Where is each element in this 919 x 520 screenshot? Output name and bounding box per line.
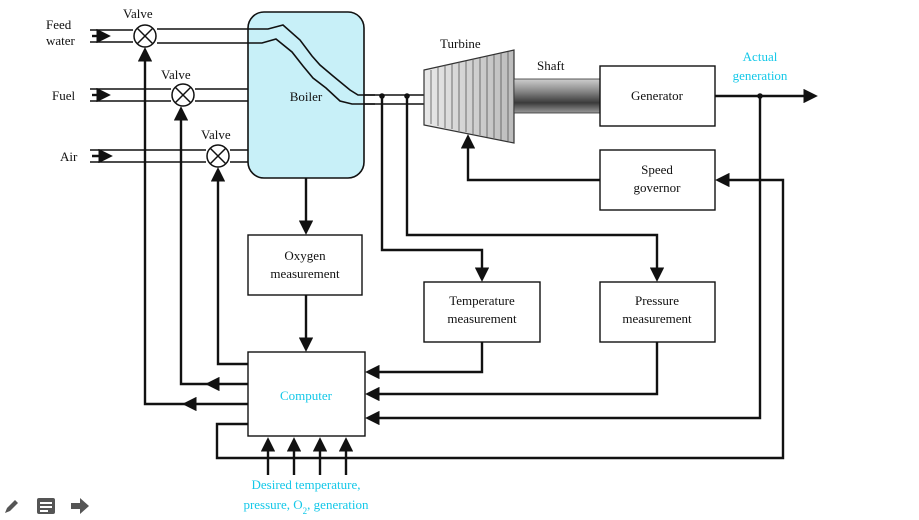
fuel-label: Fuel <box>52 88 76 103</box>
temperature-to-computer-arrow <box>365 342 484 380</box>
computer-box <box>247 351 366 437</box>
governor-to-turbine-arrow <box>460 134 600 182</box>
feed-water-valve-label: Valve <box>123 6 153 21</box>
speed-governor-label-2: governor <box>634 180 682 195</box>
speed-governor-label-1: Speed <box>641 162 673 177</box>
pressure-measurement-label-2: measurement <box>622 311 692 326</box>
oxygen-measurement-label-1: Oxygen <box>284 248 326 263</box>
steam-to-pressure-arrow <box>405 97 665 282</box>
generation-tap-point <box>757 93 763 99</box>
turbine-blades <box>430 52 509 141</box>
air-valve-label: Valve <box>201 127 231 142</box>
speed-governor-box <box>599 149 716 211</box>
boiler-label: Boiler <box>290 89 323 104</box>
air-label: Air <box>60 149 78 164</box>
arrow-right-icon[interactable] <box>68 495 92 517</box>
fuel-valve-label: Valve <box>161 67 191 82</box>
turbine <box>423 49 515 144</box>
shaft <box>513 78 601 114</box>
temperature-measurement-label-1: Temperature <box>449 293 515 308</box>
computer-label: Computer <box>280 388 333 403</box>
computer-to-fuel-valve-arrow <box>173 106 208 386</box>
oxygen-measurement-box <box>247 234 363 296</box>
feed-water-label-2: water <box>46 33 76 48</box>
viewer-toolbar <box>0 494 92 518</box>
fuel-pipe <box>90 88 248 102</box>
actual-generation-label-1: Actual <box>743 49 778 64</box>
feed-water-label-1: Feed <box>46 17 72 32</box>
computer-to-governor-arrow <box>215 172 785 460</box>
setpoint-label-2: pressure, O2, generation <box>243 497 369 516</box>
pressure-tap-point <box>404 93 410 99</box>
pressure-measurement-box <box>599 281 716 343</box>
shaft-label: Shaft <box>537 58 565 73</box>
oxygen-measurement-label-2: measurement <box>270 266 340 281</box>
steam-pipe <box>364 94 424 105</box>
setpoint-label-1: Desired temperature, <box>251 477 360 492</box>
pencil-icon[interactable] <box>0 495 24 517</box>
temperature-measurement-label-2: measurement <box>447 311 517 326</box>
actual-generation-label-2: generation <box>733 68 788 83</box>
fuel-valve <box>171 83 195 107</box>
generation-to-computer-arrow <box>365 97 762 426</box>
signal-wires <box>137 47 785 475</box>
temperature-tap-point <box>379 93 385 99</box>
air-valve <box>206 144 230 168</box>
pressure-to-computer-arrow <box>365 342 659 402</box>
notes-icon[interactable] <box>34 495 58 517</box>
computer-to-air-valve-arrow <box>210 167 248 366</box>
feed-water-valve <box>133 24 157 48</box>
generator-box <box>599 65 716 127</box>
computer-to-feedwater-valve-arrow <box>137 47 185 406</box>
turbine-label: Turbine <box>440 36 481 51</box>
generator-label: Generator <box>631 88 684 103</box>
pressure-measurement-label-1: Pressure <box>635 293 679 308</box>
steam-to-temperature-arrow <box>380 97 490 282</box>
temperature-measurement-box <box>423 281 541 343</box>
